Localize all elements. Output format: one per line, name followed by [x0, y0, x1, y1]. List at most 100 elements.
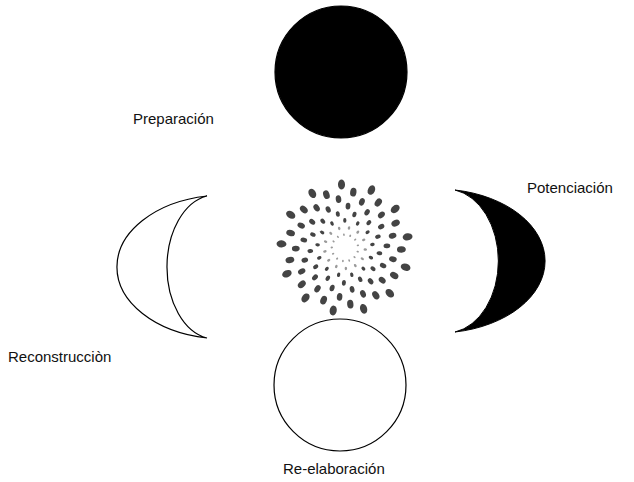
spiral-dot	[389, 271, 400, 281]
spiral-dot	[329, 231, 333, 235]
spiral-dot	[329, 221, 334, 227]
spiral-dot	[281, 269, 293, 280]
spiral-dot	[370, 265, 377, 272]
spiral-dot	[329, 305, 338, 316]
spiral-dot	[298, 204, 309, 215]
spiral-dot	[373, 197, 383, 208]
spiral-dot	[402, 232, 413, 241]
spiral-dot	[285, 209, 297, 220]
spiral-dot	[377, 276, 387, 285]
spiral-dot	[300, 292, 312, 304]
spiral-dot	[370, 243, 375, 247]
spiral-dot	[319, 295, 328, 306]
spiral-dot	[329, 284, 336, 292]
spiral-dot	[363, 248, 367, 251]
spiral-dot	[345, 267, 348, 271]
spiral-dot	[335, 195, 342, 203]
spiral-dot	[307, 187, 318, 199]
spiral-dot	[297, 267, 306, 276]
node-outline-path	[455, 190, 545, 332]
spiral-dot	[361, 266, 367, 272]
spiral-dot	[332, 252, 335, 255]
spiral-dot	[317, 256, 322, 261]
spiral-dot	[357, 244, 360, 246]
crescent-shape: Reconstrucciòn	[97, 194, 209, 340]
spiral-dot	[285, 229, 295, 237]
node-outline	[453, 188, 565, 334]
spiral-dot	[336, 272, 340, 277]
spiral-dot	[360, 257, 364, 261]
node-outline-path	[274, 319, 406, 451]
spiral-dot	[357, 276, 363, 283]
spiral-dot	[292, 246, 300, 252]
spiral-dot	[324, 266, 329, 272]
spiral-dot	[368, 255, 373, 260]
spiral-dot	[347, 226, 350, 230]
spiral-dot	[388, 232, 397, 239]
spiral-dot	[276, 240, 286, 248]
spiral-dot	[312, 264, 319, 270]
spiral-dot	[356, 250, 359, 252]
spiral-dot	[377, 210, 386, 219]
spiral-dot	[384, 287, 396, 299]
node-outline-path	[117, 196, 207, 338]
node-outline	[273, 318, 407, 452]
spiral-dot	[400, 262, 412, 272]
spiral-dot	[327, 258, 331, 262]
spiral-dot	[307, 249, 313, 254]
spiral-dot	[375, 234, 382, 240]
spiral-dot	[336, 257, 339, 260]
spiral-dot	[356, 230, 360, 234]
spiral-dot	[342, 260, 344, 263]
spiral-dot	[285, 256, 295, 264]
spiral-dot	[308, 218, 316, 226]
spiral-dot	[337, 226, 340, 230]
spiral-dot	[343, 218, 346, 223]
spiral-dot	[331, 247, 334, 249]
spiral-dot	[359, 289, 367, 298]
node-outline	[274, 5, 408, 139]
spiral-dot	[335, 211, 340, 217]
spiral-dot	[376, 251, 382, 256]
spiral-dot	[312, 203, 321, 213]
spiral-dot	[388, 256, 397, 263]
full-moon-shape: Preparación	[274, 5, 408, 139]
spiral-dot	[365, 230, 371, 235]
spiral-dot	[310, 232, 317, 238]
phase-label: Preparación	[133, 110, 214, 128]
spiral-dot	[354, 238, 357, 241]
spiral-dot	[397, 246, 406, 253]
spiral-dot	[366, 184, 377, 196]
spiral-dot	[325, 275, 331, 282]
spiral-dot	[323, 250, 327, 253]
spiral-dot	[332, 240, 335, 243]
node-outline	[97, 194, 209, 340]
spiral-dot	[300, 237, 308, 243]
spiral-dot	[347, 300, 354, 309]
spiral-dot	[325, 205, 332, 213]
spiral-dot	[349, 286, 355, 293]
phase-label: Potenciación	[527, 179, 613, 197]
spiral-dot	[296, 221, 305, 229]
spiral-dot	[365, 219, 372, 226]
crescent-shape: Potenciación	[453, 188, 565, 334]
spiral-dot	[377, 223, 385, 231]
spiral-dot	[383, 243, 390, 248]
spiral-dot	[367, 277, 375, 285]
spiral-dot	[363, 208, 371, 216]
spiral-dot	[336, 293, 342, 301]
spiral-dot	[319, 218, 326, 225]
circle-shape: Re-elaboración	[273, 318, 407, 452]
spiral-dot	[338, 179, 346, 189]
spiral-dot	[353, 256, 356, 259]
spiral-dot	[353, 263, 357, 267]
spiral-dot	[342, 280, 346, 286]
spiral-dot	[350, 272, 354, 277]
phase-label: Re-elaboración	[283, 460, 385, 478]
spiral-dot	[315, 243, 320, 247]
spiral-dot	[362, 238, 366, 242]
spiral-dot	[371, 290, 381, 301]
spiral-dot	[336, 235, 339, 238]
spiral-dot	[379, 262, 387, 269]
spiral-dot	[334, 264, 338, 268]
